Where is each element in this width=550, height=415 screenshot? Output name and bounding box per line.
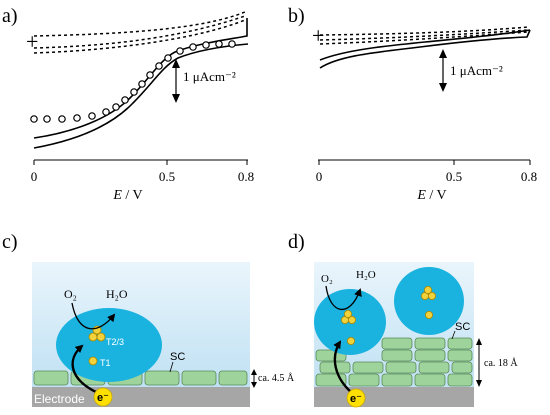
panel-c-distance-arrow-down [251,382,257,388]
panel-b-solid-curve [319,29,531,69]
panel-c: c) Electrode T2/3 T1 O₂ H₂O [2,231,295,407]
panel-a-xtick-label: 0.8 [238,169,254,184]
panel-b: b) + 1 μAcm⁻² 0 0.5 0.8 E / V [288,5,537,203]
panel-a-xtick-label: 0.5 [159,169,175,184]
panel-a-scale-arrow-up [172,59,180,68]
panel-b-dashed-curve [319,29,529,41]
panel-d-sc-layer [315,337,473,387]
panel-d-electrode [314,387,474,407]
panel-d-sc-pointer [451,330,456,340]
panel-a-dashed-curve [33,11,246,37]
panel-d-electron-label: e⁻ [350,393,362,405]
panel-a-xlabel: E / V [112,188,142,203]
panel-a-dashed-curve [33,19,246,54]
panel-d-label: d) [288,231,305,253]
panel-d-copper-centers [340,285,436,345]
panel-d-o2-label: O₂ [321,273,333,285]
panel-b-plus-sign: + [312,23,324,48]
panel-c-distance-label: ca. 4.5 Å [258,372,295,384]
panel-c-h2o-label: H₂O [106,287,128,301]
panel-d-distance-arrow-down [476,380,482,387]
panel-d-distance-arrow-up [476,338,482,345]
panel-d-reaction-arc [325,285,362,311]
panel-c-electron [93,387,113,407]
panel-d-h2o-label: H₂O [356,269,376,281]
panel-c-t23-label: T2/3 [106,337,124,347]
panel-d-protein [394,267,464,335]
panel-d-electron-path [333,340,353,394]
panel-a-xlabel-rest: / V [122,188,143,203]
panel-d: d) [288,231,518,408]
panel-c-t1-label: T1 [100,358,111,368]
panel-a-dashed-curve [33,15,246,49]
panel-c-o2-label: O₂ [64,287,77,301]
panel-b-xtick-label: 0 [316,169,323,184]
panel-b-label: b) [288,5,305,27]
panel-d-sc-label: SC [455,321,470,333]
panel-a-scale-arrow-down [172,94,180,103]
panel-b-xtick-label: 0.5 [446,169,462,184]
panel-c-sc-pointer [169,361,174,373]
panel-a-simulated-points [30,40,236,123]
panel-c-distance-arrow-up [251,369,257,375]
panel-b-xlabel: E / V [416,188,446,203]
panel-b-scale-arrow-up [439,49,447,58]
panel-c-sc-label: SC [170,351,185,363]
panel-c-protein [56,308,162,382]
panel-b-dashed-curve [319,26,529,36]
panel-c-electron-label: e⁻ [97,392,109,404]
panel-c-reaction-arc [71,302,116,330]
panel-b-xtick-label: 0.8 [521,169,537,184]
panel-b-xlabel-rest: / V [426,188,447,203]
panel-b-xlabel-italic: E [416,188,426,203]
panel-c-electrode-label: Electrode [34,392,85,406]
panel-a-solid-curve [33,43,249,149]
panel-a-xlabel-italic: E [112,188,122,203]
panel-c-electron-path [71,344,99,395]
panel-c-electrode [32,387,250,407]
panel-a-plus-sign: + [26,29,38,54]
panel-a-label: a) [2,5,18,27]
panel-a-xtick-label: 0 [31,169,38,184]
panel-a: a) + [2,5,254,203]
panel-d-electron [346,388,366,408]
panel-b-scale-label: 1 μAcm⁻² [450,63,503,78]
panel-b-solid-curve [319,29,531,61]
panel-b-scale-arrow-down [439,83,447,92]
panel-d-distance-label: ca. 18 Å [484,357,518,369]
panel-a-scale-label: 1 μAcm⁻² [183,69,236,84]
panel-c-label: c) [2,231,18,253]
